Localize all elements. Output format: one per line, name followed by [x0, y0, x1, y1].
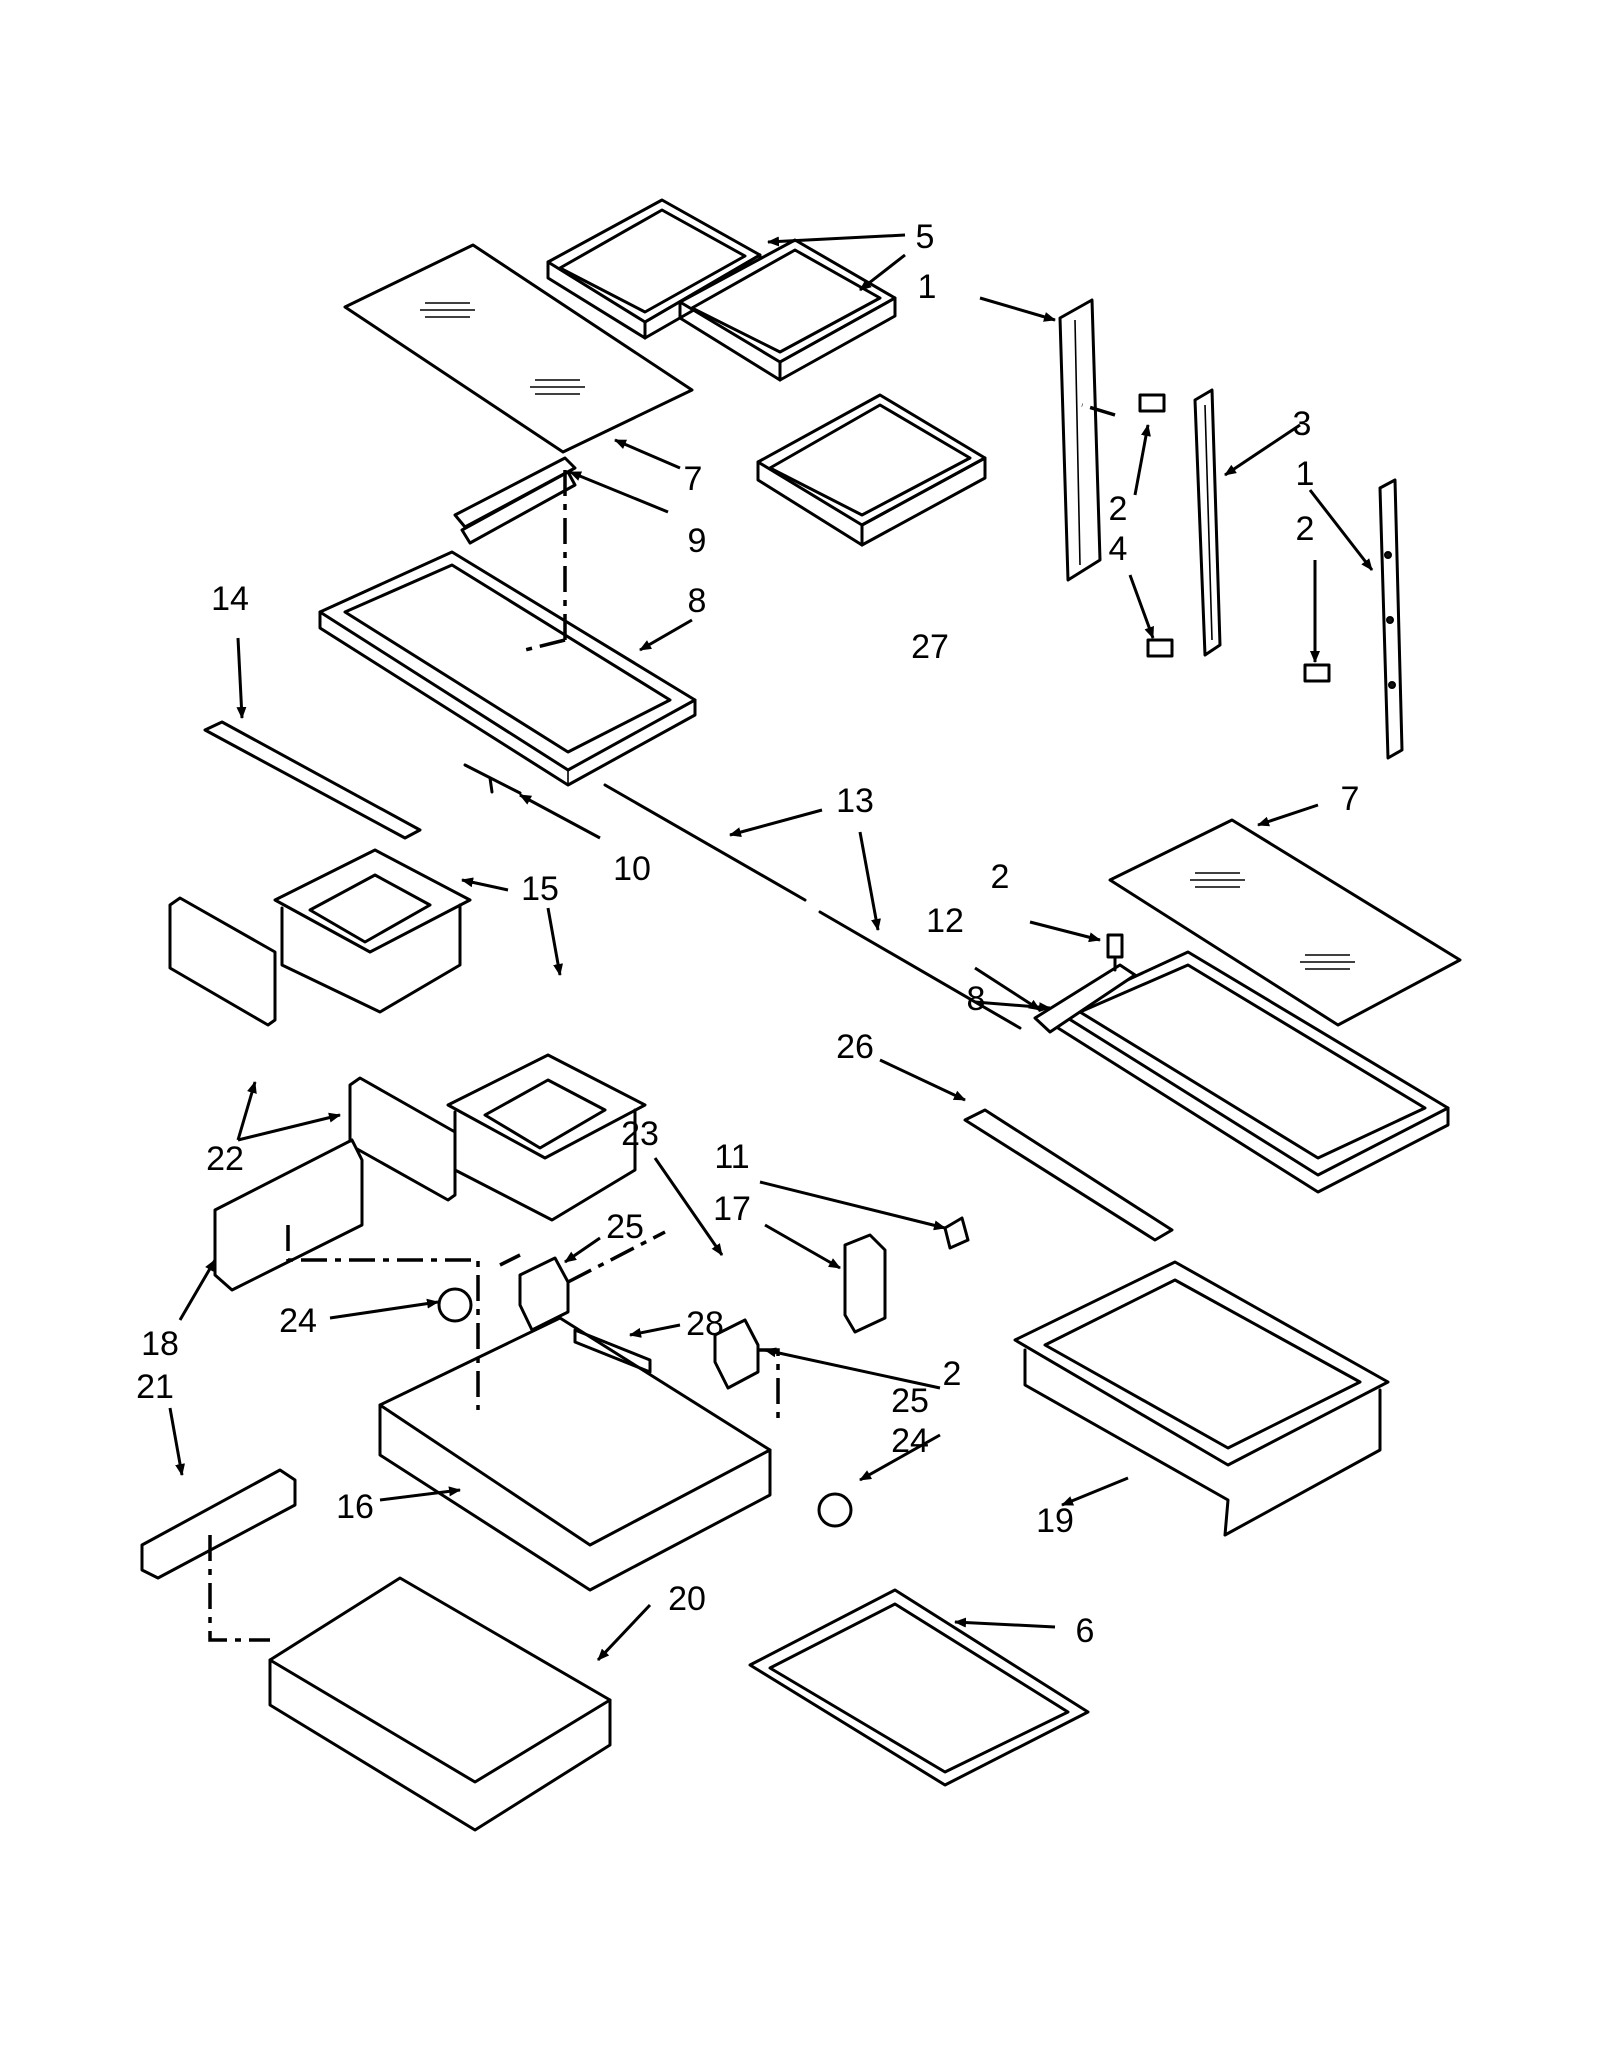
- callout-28: 28: [686, 1305, 724, 1343]
- callout-3: 3: [1293, 405, 1312, 443]
- rails: [1058, 298, 1404, 760]
- glass-shelf-right: [1108, 818, 1462, 1027]
- crisper-cover-frame-upper: [318, 550, 697, 787]
- trim-left: [203, 720, 422, 840]
- callout-6: 6: [1076, 1612, 1095, 1650]
- callout-19: 19: [1036, 1502, 1074, 1540]
- callout-12: 12: [926, 902, 964, 940]
- trim-right: [963, 1108, 1174, 1242]
- callout-26: 26: [836, 1028, 874, 1066]
- callout-17: 17: [713, 1190, 751, 1228]
- callout-2: 2: [943, 1355, 962, 1393]
- callout-7: 7: [1341, 780, 1360, 818]
- callout-14: 14: [211, 580, 249, 618]
- callout-7: 7: [684, 460, 703, 498]
- callout-25: 25: [891, 1382, 929, 1420]
- callout-4: 4: [1109, 530, 1128, 568]
- callout-20: 20: [668, 1580, 706, 1618]
- clip: [463, 763, 522, 795]
- wire-basket-lower: [268, 1576, 612, 1832]
- callout-22: 22: [206, 1140, 244, 1178]
- callout-2: 2: [991, 858, 1010, 896]
- callout-27: 27: [911, 628, 949, 666]
- callout-8: 8: [967, 980, 986, 1018]
- handles: [168, 896, 457, 1202]
- wire-basket-upper: [378, 1316, 772, 1592]
- assembly-lines: [208, 403, 1116, 1642]
- slide-rods: [603, 783, 1022, 1030]
- callout-24: 24: [891, 1422, 929, 1460]
- basket-rails: [140, 1138, 364, 1580]
- screw-near-bracket: [1106, 933, 1124, 972]
- callout-2: 2: [1296, 510, 1315, 548]
- crisper-drawer-right: [446, 1053, 647, 1222]
- callout-11: 11: [714, 1138, 749, 1176]
- shelf-lower: [756, 393, 987, 547]
- glass-shelf-top: [343, 243, 694, 454]
- callout-18: 18: [141, 1325, 179, 1363]
- slide-hardware: [437, 1216, 970, 1528]
- callout-5: 5: [916, 218, 935, 256]
- callout-15: 15: [521, 870, 559, 908]
- callout-25: 25: [606, 1208, 644, 1246]
- callout-16: 16: [336, 1488, 374, 1526]
- shelf-support: [453, 456, 577, 545]
- callout-10: 10: [613, 850, 651, 888]
- callout-2: 2: [1109, 490, 1128, 528]
- callout-1: 1: [1296, 455, 1315, 493]
- callout-1: 1: [918, 268, 937, 306]
- callout-labels: 5 1 3 1 2 2 4 7 27 9 8 14 13 10 7 2 12 1…: [136, 218, 1359, 1650]
- callout-24: 24: [279, 1302, 317, 1340]
- callout-9: 9: [688, 522, 707, 560]
- pan-drawer: [1013, 1260, 1390, 1537]
- callout-13: 13: [836, 782, 874, 820]
- screws-rails: [1138, 393, 1331, 683]
- shelf-upper-left: [546, 198, 762, 340]
- leaders: [168, 233, 1374, 1662]
- callout-23: 23: [621, 1115, 659, 1153]
- bracket: [1033, 963, 1137, 1034]
- shelf-upper-right: [678, 238, 897, 382]
- callout-21: 21: [136, 1368, 174, 1406]
- callout-8: 8: [688, 582, 707, 620]
- tray: [748, 1588, 1090, 1787]
- crisper-drawer-left: [273, 848, 472, 1014]
